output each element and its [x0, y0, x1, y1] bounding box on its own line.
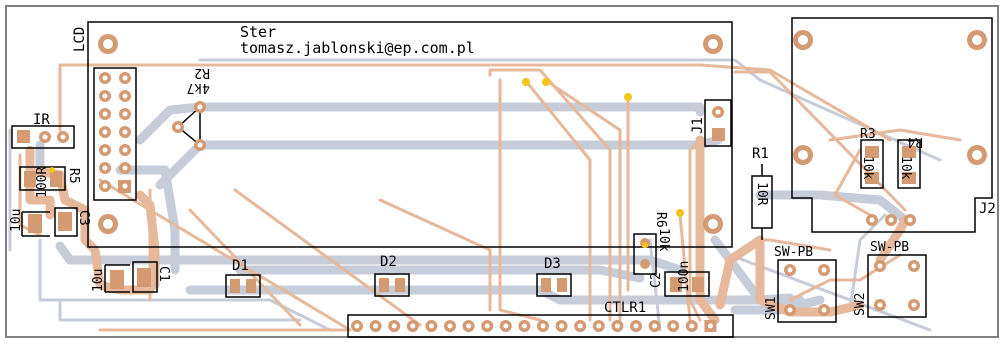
ctlr1-pin-hole	[428, 323, 434, 329]
ctlr1-pin-hole	[410, 323, 416, 329]
vias	[49, 78, 684, 248]
sw1-switch	[777, 259, 837, 323]
sw2-ref-label: SW2	[853, 293, 868, 316]
r5-ref-label: R5	[66, 168, 81, 184]
r5-value-label: 100R	[35, 167, 50, 198]
r1-ref-label: R1	[752, 146, 769, 162]
ctlr1-pin-hole	[484, 323, 490, 329]
ctlr1-pin-hole	[633, 323, 639, 329]
ctlr1-pin-hole	[707, 323, 713, 329]
lcd-label: LCD	[72, 27, 88, 52]
r6-ref-label: R6	[653, 212, 668, 228]
ctlr1-pin-hole	[466, 323, 472, 329]
sw1-ref-label: SW1	[764, 297, 779, 320]
ctlr1-label: CTLR1	[604, 300, 646, 316]
r1-value-label: 10R	[754, 182, 769, 206]
ctlr1-pin-hole	[614, 323, 620, 329]
j2-connector	[791, 17, 993, 233]
j2-label: J2	[979, 201, 996, 217]
r2-value-label: 4k7	[187, 80, 210, 95]
ctlr1-pin-hole	[689, 323, 695, 329]
ctlr1-pin-hole	[354, 323, 360, 329]
lcd-outline	[87, 21, 733, 248]
r4-value-label: 10k	[898, 156, 913, 180]
c3-value-label: 10u	[9, 209, 24, 232]
r4-ref-label: R4	[907, 134, 923, 149]
ctlr1-pin-hole	[447, 323, 453, 329]
ctlr1-pin-hole	[670, 323, 676, 329]
j1-jumper	[704, 99, 732, 147]
d1-label: D1	[232, 258, 249, 274]
lcd-mounting-holes	[98, 34, 723, 234]
j1-label: J1	[690, 117, 706, 134]
ctlr1-pin-hole	[652, 323, 658, 329]
c2-value-label: 100n	[677, 261, 692, 292]
r3-value-label: 10k	[860, 156, 875, 180]
sw2-switch	[867, 254, 927, 318]
c2-ref-label: C2	[649, 272, 664, 288]
ir-label: IR	[33, 112, 50, 128]
d1-diode	[225, 274, 261, 298]
ctlr1-header	[347, 314, 734, 338]
ctlr1-pin-hole	[540, 323, 546, 329]
ctlr1-pin-hole	[559, 323, 565, 329]
ctlr1-pin-hole	[521, 323, 527, 329]
sw2-title-label: SW-PB	[870, 240, 909, 255]
r4-resistor	[897, 139, 921, 189]
lcd-connector	[93, 67, 137, 201]
d3-label: D3	[544, 256, 561, 272]
title-name: Ster	[240, 23, 276, 41]
r3-resistor	[860, 139, 884, 189]
ctlr1-pin-hole	[596, 323, 602, 329]
d2-label: D2	[380, 254, 397, 270]
c1-value-label: 10u	[91, 269, 106, 292]
c1-capacitor	[104, 261, 158, 293]
c1-ref-label: C1	[156, 266, 171, 282]
r5-resistor	[19, 166, 66, 191]
title-email: tomasz.jablonski@ep.com.pl	[240, 39, 475, 57]
r2-trimmer	[172, 101, 206, 151]
ir-receiver	[11, 125, 75, 149]
ctlr1-pin-hole	[391, 323, 397, 329]
ctlr1-pin-hole	[503, 323, 509, 329]
d3-diode	[536, 273, 572, 297]
c3-ref-label: C3	[76, 210, 91, 226]
ctlr1-pin-hole	[373, 323, 379, 329]
c3-capacitor	[21, 207, 78, 237]
sw1-title-label: SW-PB	[774, 245, 813, 260]
r6-value-label: 10k	[656, 228, 671, 252]
r1-resistor	[751, 164, 773, 240]
r3-ref-label: R3	[860, 127, 876, 142]
r2-ref-label: R2	[194, 65, 210, 80]
d2-diode	[374, 273, 410, 297]
ctlr1-pin-hole	[577, 323, 583, 329]
c2-capacitor	[664, 271, 710, 297]
